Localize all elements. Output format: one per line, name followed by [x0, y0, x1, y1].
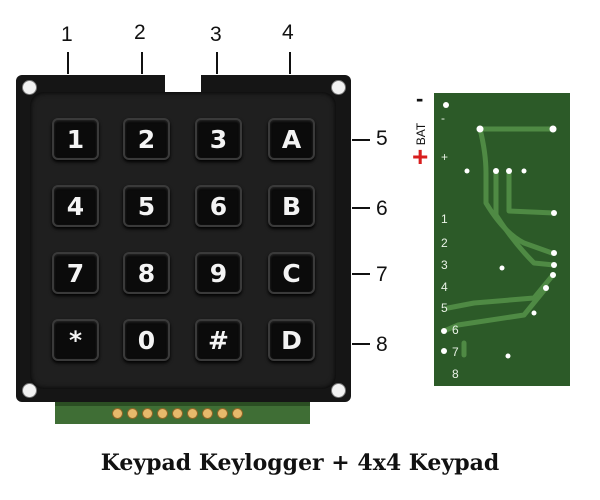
connector-pad-5: [172, 408, 183, 419]
pcb-pad: [441, 348, 447, 354]
pcb-pad: [521, 168, 527, 174]
pcb-pad: [505, 353, 511, 359]
caption: Keypad Keylogger + 4x4 Keypad: [100, 450, 500, 476]
key-9[interactable]: 9: [195, 252, 242, 294]
mount-hole-bottom-right: [331, 383, 346, 398]
connector-pad-9: [232, 408, 243, 419]
pin-label-1: 1: [61, 23, 73, 46]
pcb-label-7: 7: [452, 345, 459, 359]
pcb-label-6: 6: [452, 323, 459, 337]
pin-label-3: 3: [210, 23, 222, 46]
pcb-pad: [499, 265, 505, 271]
pcb-label-2: 2: [441, 236, 448, 250]
pcb-pad: [551, 210, 557, 216]
keypad-notch-edge: [163, 75, 165, 89]
pin-label-8: 8: [376, 333, 388, 356]
pin-tick-7: [352, 273, 370, 275]
battery-plus-sign: +: [412, 141, 429, 172]
pcb-pad: [476, 125, 484, 133]
key-a[interactable]: A: [268, 118, 315, 160]
ribbon-connector-edge: [55, 402, 310, 406]
connector-pad-1: [112, 408, 123, 419]
connector-pad-6: [187, 408, 198, 419]
pcb-pad: [551, 250, 557, 256]
key-2[interactable]: 2: [123, 118, 170, 160]
key-4[interactable]: 4: [52, 185, 99, 227]
key-hash[interactable]: #: [195, 319, 242, 361]
pcb-traces: [441, 102, 557, 359]
pin-label-7: 7: [376, 263, 388, 286]
pcb-label-8: 8: [452, 367, 459, 381]
pcb-label-5: 5: [441, 301, 448, 315]
keylogger-pcb: [434, 93, 570, 386]
connector-pad-7: [202, 408, 213, 419]
key-7[interactable]: 7: [52, 252, 99, 294]
key-8[interactable]: 8: [123, 252, 170, 294]
pin-tick-8: [352, 343, 370, 345]
pcb-pad: [443, 102, 449, 108]
pcb-pad: [493, 168, 499, 174]
pin-tick-1: [67, 52, 69, 74]
mount-hole-top-right: [331, 80, 346, 95]
key-0[interactable]: 0: [123, 319, 170, 361]
key-6[interactable]: 6: [195, 185, 242, 227]
pcb-label-plus: +: [441, 150, 449, 164]
pin-tick-6: [352, 207, 370, 209]
key-5[interactable]: 5: [123, 185, 170, 227]
pcb-pad: [441, 328, 447, 334]
pcb-label-1: 1: [441, 212, 448, 226]
pcb-pad: [543, 285, 549, 291]
key-c[interactable]: C: [268, 252, 315, 294]
pcb-trace: [477, 126, 555, 256]
pcb-pad: [549, 125, 557, 133]
pin-tick-3: [216, 52, 218, 74]
pcb-trace: [493, 168, 557, 268]
pcb-trace: [445, 272, 556, 311]
pin-tick-4: [289, 52, 291, 74]
keypad-notch: [165, 75, 201, 93]
pin-label-2: 2: [134, 21, 146, 44]
pcb-label-4: 4: [441, 280, 448, 294]
pin-label-4: 4: [282, 21, 294, 44]
pin-label-5: 5: [376, 127, 388, 150]
connector-pad-4: [157, 408, 168, 419]
pcb-trace: [506, 168, 557, 216]
pcb-label-3: 3: [441, 258, 448, 272]
battery-minus-sign: -: [416, 86, 424, 111]
pcb-label-minus: -: [441, 111, 445, 125]
key-1[interactable]: 1: [52, 118, 99, 160]
key-d[interactable]: D: [268, 319, 315, 361]
key-b[interactable]: B: [268, 185, 315, 227]
pcb-pad: [506, 168, 512, 174]
pcb-pad: [550, 272, 556, 278]
pin-tick-2: [141, 52, 143, 74]
pcb-pad: [464, 168, 470, 174]
pcb-pad: [551, 262, 557, 268]
mount-hole-bottom-left: [22, 383, 37, 398]
pin-label-6: 6: [376, 197, 388, 220]
pcb-pad: [531, 310, 537, 316]
connector-pad-8: [217, 408, 228, 419]
pcb-trace: [441, 285, 549, 334]
pin-tick-5: [352, 139, 370, 141]
key-star[interactable]: *: [52, 319, 99, 361]
connector-pad-3: [142, 408, 153, 419]
mount-hole-top-left: [22, 80, 37, 95]
key-3[interactable]: 3: [195, 118, 242, 160]
connector-pad-2: [127, 408, 138, 419]
